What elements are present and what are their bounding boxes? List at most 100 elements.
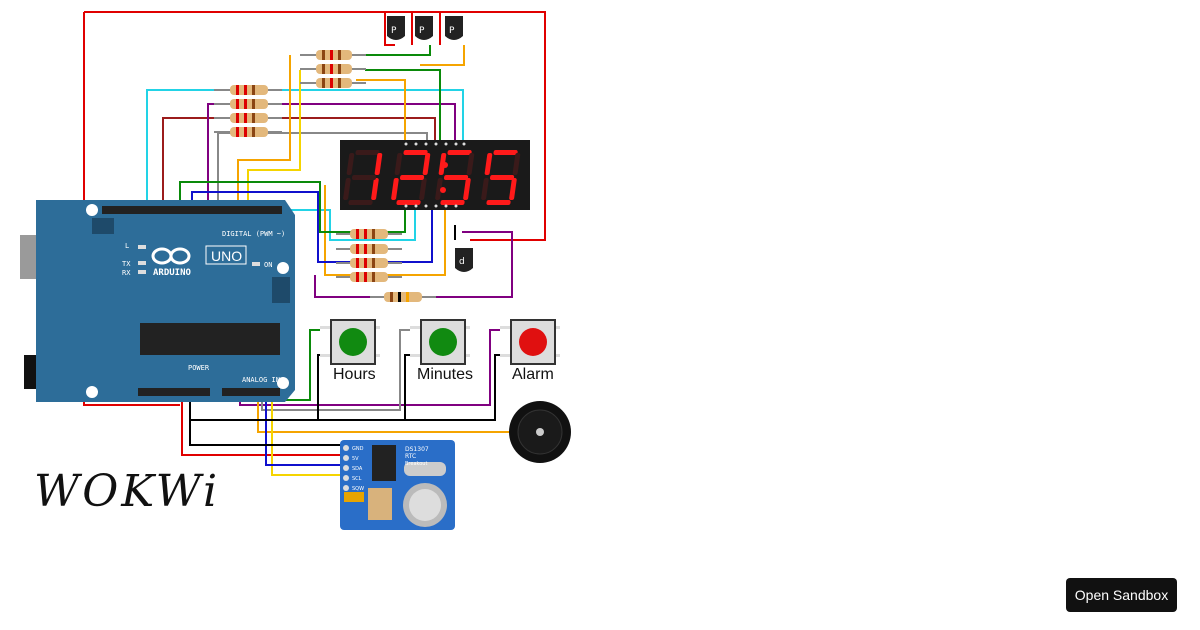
display-segment (355, 150, 380, 155)
buzzer[interactable] (509, 401, 571, 463)
digital-header-right (204, 206, 282, 214)
rtc-pin (343, 465, 349, 471)
svg-text:d: d (459, 257, 465, 267)
open-sandbox-button[interactable]: Open Sandbox (1066, 578, 1177, 612)
rtc-pin-label: SCL (352, 476, 362, 482)
display-segment (343, 178, 351, 200)
resistor (214, 113, 282, 123)
button-cap (339, 328, 367, 356)
display-segment (484, 153, 493, 175)
rx-label: RX (122, 269, 131, 277)
button-cap (429, 328, 457, 356)
hours-label: Hours (333, 366, 376, 383)
arduino-brand: ARDUINO (153, 268, 192, 278)
rtc-pin-label: GND (352, 446, 364, 452)
display-segment (403, 150, 428, 155)
display-segment (346, 153, 355, 175)
display-colon-dot (440, 187, 446, 193)
alarm-label: Alarm (512, 366, 554, 383)
display-segment (435, 178, 443, 200)
svg-text:P: P (419, 26, 425, 36)
rtc-subtitle2: Breakout (405, 461, 427, 467)
tx-label: TX (122, 260, 131, 268)
wokwi-logo: WOKWi (34, 466, 221, 517)
resistor[interactable] (300, 50, 366, 60)
pushbutton-hours[interactable] (320, 319, 380, 365)
resistor (370, 292, 436, 302)
rtc-pin (343, 475, 349, 481)
rtc-ds1307-module[interactable]: DS1307 RTC Breakout GND 5V SDA SCL SQW (340, 440, 455, 530)
display-segment (351, 175, 377, 180)
display-segment (422, 153, 431, 175)
display-colon-dot (442, 162, 448, 168)
button-cap (519, 328, 547, 356)
arduino-logo (151, 247, 191, 265)
resistor (214, 85, 282, 95)
rtc-chip (372, 445, 396, 481)
display-segment (512, 153, 521, 175)
arduino-uno-board[interactable]: DIGITAL (PWM ~) ANALOG IN POWER TX RX L … (20, 200, 295, 402)
display-segment (466, 153, 475, 175)
pnp-transistor: P (387, 16, 405, 40)
pushbutton-minutes[interactable] (410, 319, 470, 365)
display-segment (391, 178, 399, 200)
display-digits (343, 150, 521, 205)
display-segment (348, 200, 373, 205)
rtc-pin-label: SQW (352, 486, 364, 492)
crystal (404, 462, 446, 476)
resistor-group-right[interactable] (336, 229, 436, 302)
rtc-pin-label: SDA (352, 466, 363, 472)
on-label: ON (264, 261, 272, 269)
digital-header-left (102, 206, 208, 214)
resistor[interactable] (300, 78, 366, 88)
atmega-chip (140, 323, 280, 355)
led-l-label: L (125, 242, 129, 250)
pushbutton-alarm[interactable] (500, 319, 560, 365)
display-segment (374, 153, 383, 175)
rtc-subtitle: RTC (405, 453, 416, 460)
resistor-group-top[interactable] (300, 50, 366, 88)
resistor (336, 258, 402, 268)
display-segment (486, 200, 511, 205)
rtc-pin (343, 485, 349, 491)
resistor-group-left[interactable] (214, 85, 282, 137)
seven-segment-display[interactable] (340, 140, 530, 210)
npn-transistor: d (455, 248, 473, 272)
display-segment (493, 150, 518, 155)
display-segment (509, 178, 517, 200)
rtc-pin (343, 455, 349, 461)
display-segment (419, 178, 427, 200)
display-segment (399, 175, 425, 180)
display-segment (396, 200, 421, 205)
display-segment (394, 153, 403, 175)
resistor (214, 99, 282, 109)
arduino-model: UNO (211, 248, 242, 264)
power-label: POWER (188, 364, 210, 372)
rtc-title: DS1307 (405, 446, 429, 453)
minutes-label: Minutes (417, 366, 474, 383)
resistor (336, 272, 402, 282)
svg-text:P: P (391, 26, 397, 36)
display-segment (463, 178, 471, 200)
rtc-pin (343, 445, 349, 451)
power-header (138, 388, 210, 396)
rtc-pin-label: 5V (352, 456, 359, 462)
transistors[interactable]: P P P d (387, 16, 473, 272)
display-segment (443, 175, 469, 180)
resistor (336, 244, 402, 254)
analog-label: ANALOG IN (242, 376, 280, 384)
resistor (214, 127, 282, 137)
analog-header (222, 388, 280, 396)
display-segment (371, 178, 379, 200)
resistor (336, 229, 402, 239)
pnp-transistor: P (415, 16, 433, 40)
svg-text:P: P (449, 26, 455, 36)
pnp-transistor: P (445, 16, 463, 40)
display-segment (489, 175, 515, 180)
display-segment (440, 200, 465, 205)
digital-label: DIGITAL (PWM ~) (222, 230, 285, 238)
display-segment (481, 178, 489, 200)
resistor[interactable] (300, 64, 366, 74)
display-segment (447, 150, 472, 155)
